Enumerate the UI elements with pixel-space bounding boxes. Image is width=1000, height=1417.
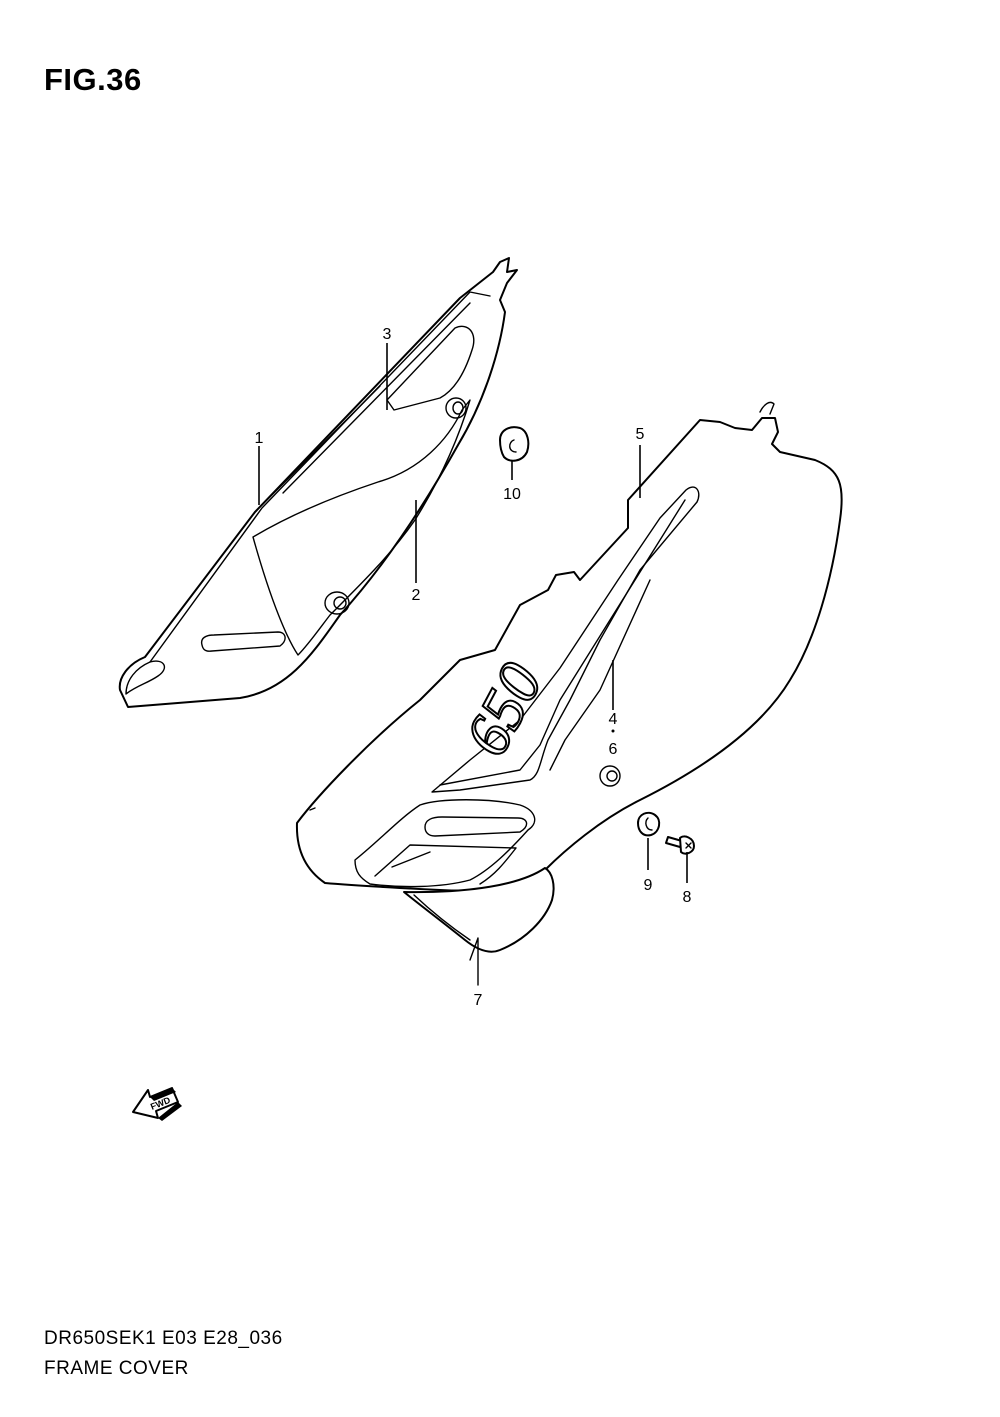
washer-part-9 xyxy=(637,811,661,837)
leader-lines xyxy=(258,343,688,986)
model-code: DR650SEK1 E03 E28_036 xyxy=(44,1328,283,1349)
lower-panel-part-7 xyxy=(403,867,555,953)
callout-10: 10 xyxy=(503,486,521,503)
screw-part-8 xyxy=(665,835,695,855)
left-frame-cover xyxy=(118,257,518,708)
right-frame-cover: 650 xyxy=(295,401,843,892)
callout-8: 8 xyxy=(683,889,692,906)
callout-6: 6 xyxy=(609,741,618,758)
callout-4: 4 xyxy=(609,711,618,728)
forward-arrow-icon: FWD xyxy=(132,1087,182,1121)
figure-title: FIG.36 xyxy=(44,62,142,97)
callout-2: 2 xyxy=(412,587,421,604)
section-name: FRAME COVER xyxy=(44,1358,189,1379)
callout-7: 7 xyxy=(474,992,483,1009)
callout-1: 1 xyxy=(255,430,264,447)
callout-5: 5 xyxy=(636,426,645,443)
grommet-part-10 xyxy=(499,426,530,462)
callout-3: 3 xyxy=(383,326,392,343)
callout-9: 9 xyxy=(644,877,653,894)
